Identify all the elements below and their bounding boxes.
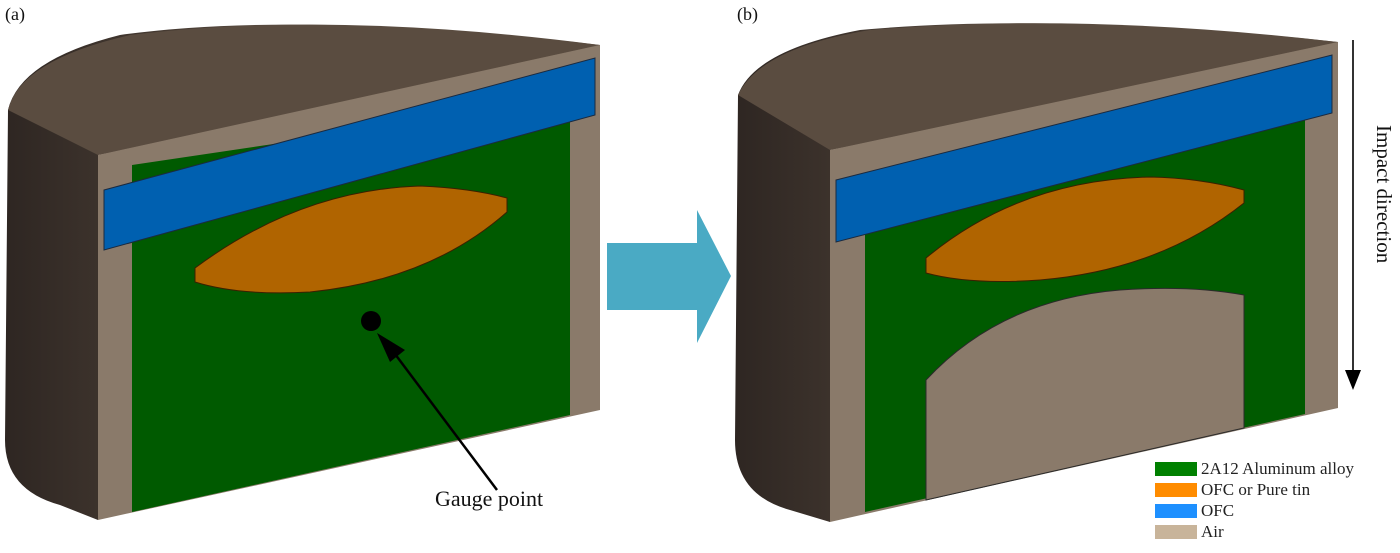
legend-item: 2A12 Aluminum alloy (1155, 458, 1354, 479)
legend-label: 2A12 Aluminum alloy (1201, 459, 1354, 478)
legend-swatch-air (1155, 524, 1197, 539)
legend-swatch-insert (1155, 482, 1197, 497)
gauge-point-arrowhead-icon (377, 333, 405, 362)
panel-b: (b) Impact direction (735, 4, 1396, 522)
legend-item: OFC (1155, 500, 1354, 521)
impact-direction-arrowhead-icon (1345, 370, 1361, 390)
air-cavity (925, 287, 1245, 501)
lens-insert (194, 185, 508, 294)
gauge-point-label: Gauge point (435, 486, 543, 511)
panel-a: (a) Gauge point (5, 4, 600, 520)
legend-item: OFC or Pure tin (1155, 479, 1354, 500)
legend-item: Air (1155, 521, 1354, 542)
impact-direction-label: Impact direction (1372, 125, 1396, 264)
housing-top-face (738, 23, 1338, 150)
housing-top-face (8, 24, 600, 156)
right-arrow-icon (607, 210, 731, 343)
legend-label: OFC (1201, 501, 1235, 520)
ofc-flyer-plate (835, 54, 1333, 243)
legend-swatch-ofc (1155, 503, 1197, 518)
lens-insert (925, 176, 1245, 282)
gauge-point-marker (361, 311, 381, 331)
panel-b-label: (b) (737, 4, 758, 25)
gauge-point-leader-line (385, 341, 498, 491)
legend-label: OFC or Pure tin (1201, 480, 1311, 499)
panel-a-label: (a) (5, 4, 25, 25)
legend: 2A12 Aluminum alloy OFC or Pure tin OFC … (1155, 458, 1354, 542)
ofc-flyer-plate (103, 57, 596, 251)
legend-swatch-aluminum (1155, 461, 1197, 476)
legend-label: Air (1201, 522, 1224, 541)
